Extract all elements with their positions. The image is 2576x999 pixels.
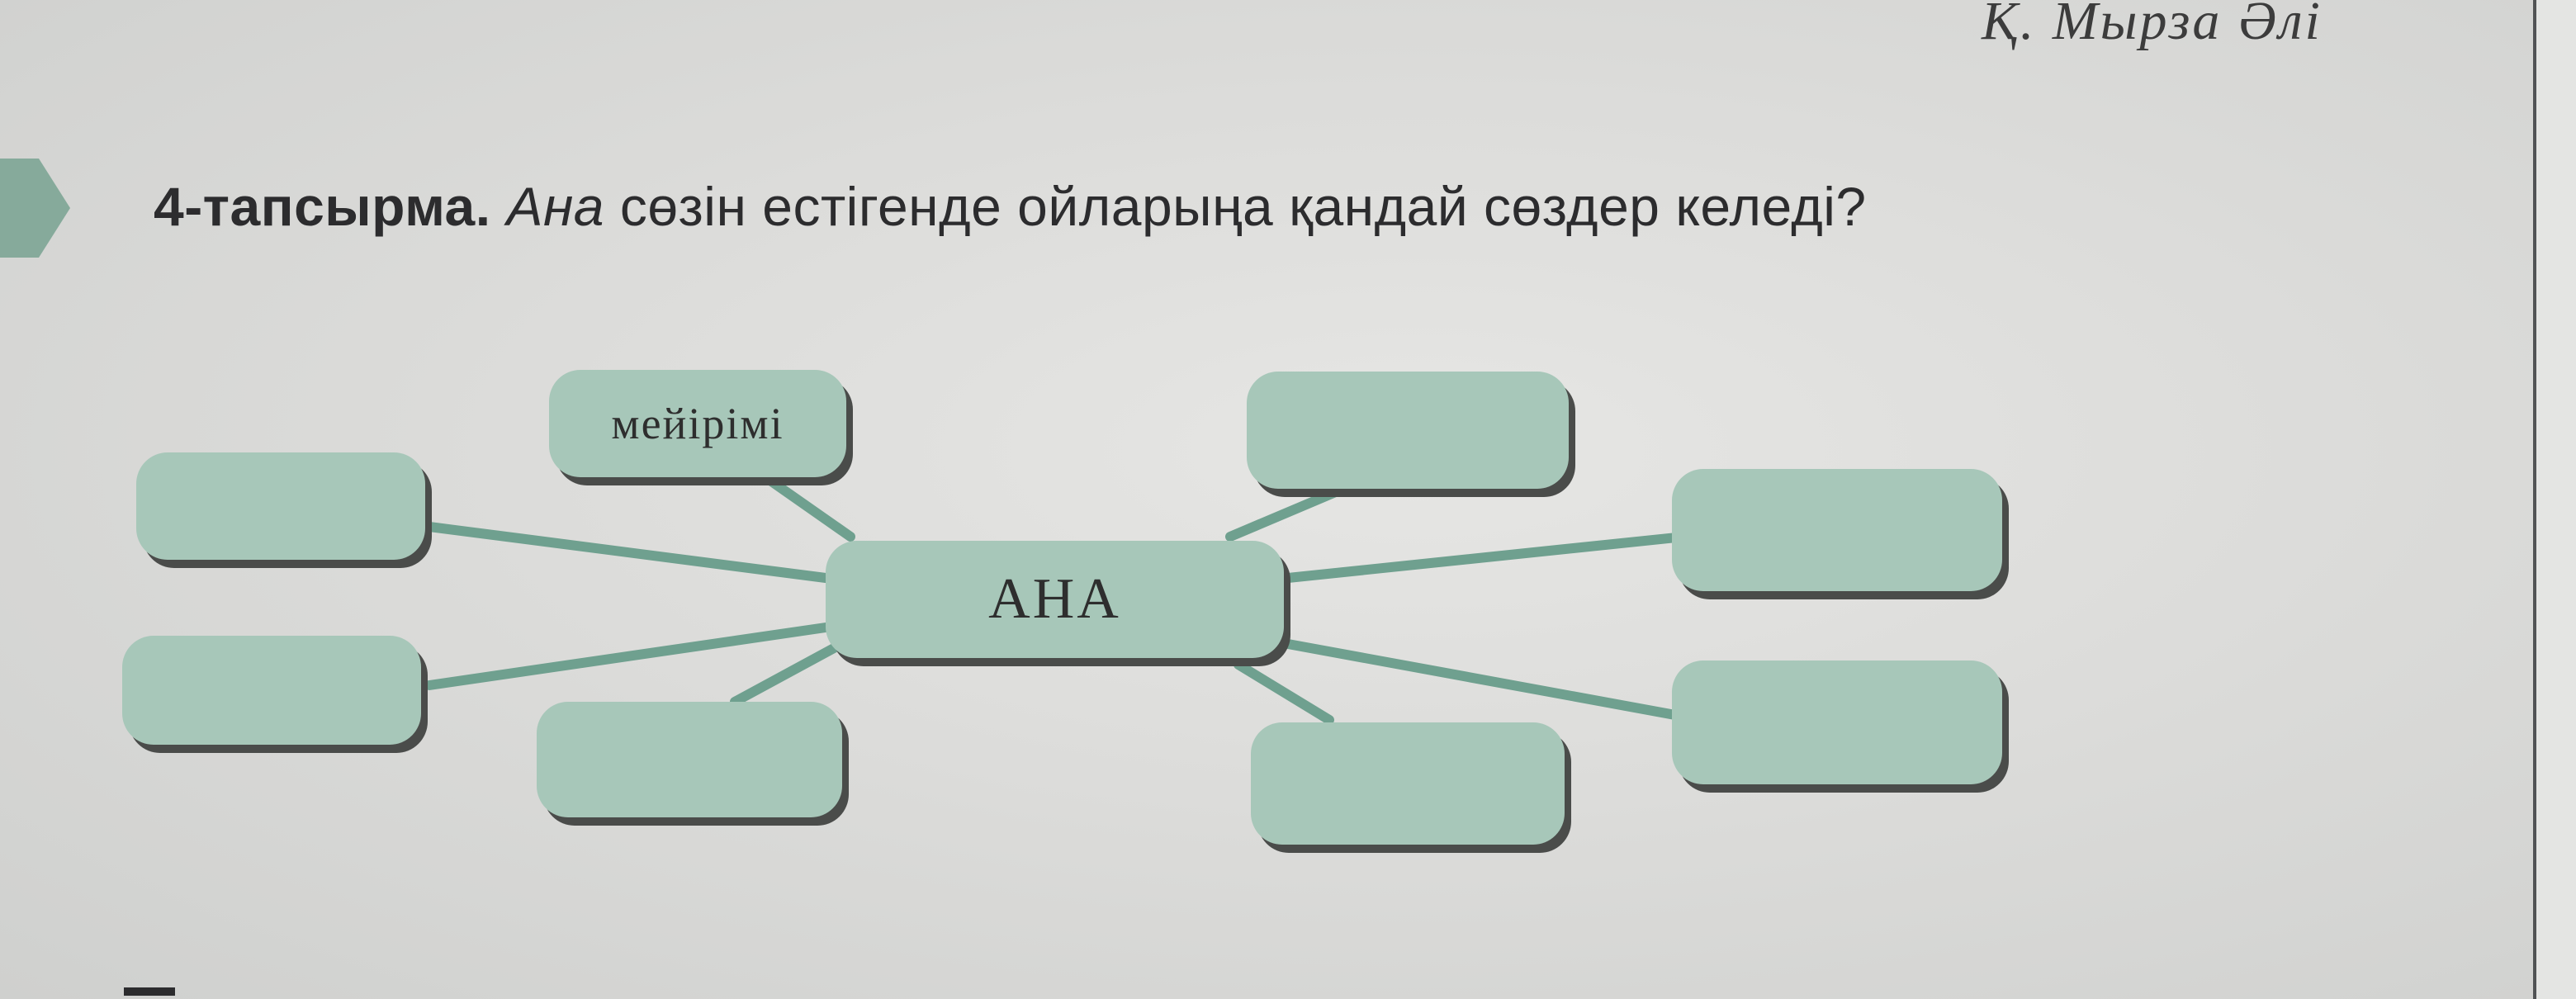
connector-right-upper: [1283, 532, 1689, 583]
adjacent-page: [2536, 0, 2576, 999]
empty-bubble-top-right[interactable]: [1247, 372, 1569, 489]
connector-right-lower: [1283, 639, 1689, 722]
task-question: 4-тапсырма. Ана сөзін естігенде ойларыңа…: [154, 175, 1867, 238]
word-bubble-label: мейірімі: [611, 399, 784, 448]
empty-bubble-right-upper[interactable]: [1672, 469, 2002, 591]
empty-bubble-left-upper[interactable]: [136, 452, 425, 560]
center-label: АНА: [988, 567, 1121, 631]
author-name: Қ. Мырза Әлі: [1982, 0, 2323, 51]
word-bubble-meyirimi: мейірімі: [549, 370, 846, 477]
page-edge: [2533, 0, 2536, 999]
empty-bubble-bottom-left[interactable]: [537, 702, 842, 817]
connector-left-upper: [424, 522, 831, 583]
empty-bubble-bottom-right[interactable]: [1251, 722, 1565, 845]
task-question-text: сөзін естігенде ойларыңа қандай сөздер к…: [604, 176, 1867, 237]
connector-top-left: [763, 474, 855, 542]
empty-bubble-right-lower[interactable]: [1672, 660, 2002, 784]
connector-bottom-right: [1234, 660, 1334, 725]
connector-top-right: [1225, 486, 1342, 542]
task-italic-word: Ана: [506, 176, 604, 237]
center-bubble-ana: АНА: [826, 541, 1284, 658]
empty-bubble-left-lower[interactable]: [122, 636, 421, 745]
connector-left-lower: [424, 623, 831, 690]
connector-bottom-left: [730, 643, 839, 707]
task-number: 4-тапсырма.: [154, 176, 491, 237]
next-task-marker: [124, 987, 175, 996]
